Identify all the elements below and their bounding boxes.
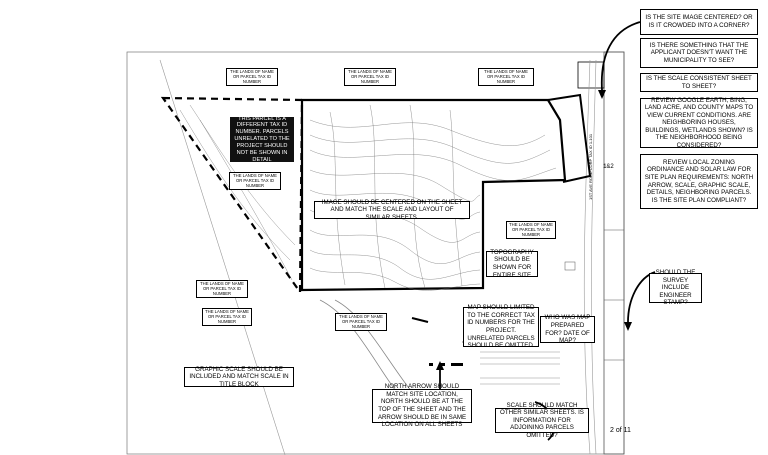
parcel-label: THE LANDS OF NAME OR PARCEL TAX ID NUMBE… — [506, 221, 556, 240]
comment-centered: IS THE SITE IMAGE CENTERED? OR IS IT CRO… — [640, 9, 758, 35]
north-arrow-mark — [411, 317, 429, 323]
right-parcel-boundary — [547, 93, 592, 183]
parcel-label: THE LANDS OF NAME OR PARCEL TAX ID NUMBE… — [226, 68, 278, 87]
legend-lines — [480, 351, 560, 385]
comment-graphic-scale: GRAPHIC SCALE SHOULD BE INCLUDED AND MAT… — [184, 366, 294, 388]
comment-topography: TOPOGRAPHY SHOULD BE SHOWN FOR ENTIRE SI… — [486, 249, 538, 279]
parcel-label: THE LANDS OF NAME OR PARCEL TAX ID NUMBE… — [478, 68, 534, 87]
parcel-label: THE LANDS OF NAME OR PARCEL TAX ID NUMBE… — [196, 280, 248, 299]
page-number: 2 of 11 — [610, 427, 631, 434]
comment-engineer-stamp: SHOULD THE SURVEY INCLUDE ENGINEER STAMP… — [649, 269, 702, 306]
parcel-label: THE LANDS OF NAME OR PARCEL TAX ID NUMBE… — [335, 313, 387, 332]
comment-different-tax: THIS PARCEL IS A DIFFERENT TAX ID NUMBER… — [230, 116, 294, 163]
comment-review-maps: REVIEW GOOGLE EARTH, BING, LAND ACRE, AN… — [640, 97, 758, 149]
comment-who-prepared: WHO WAS MAP PREPARED FOR? DATE OF MAP? — [540, 314, 595, 344]
unrelated-parcel-boundary — [160, 96, 304, 296]
project-boundary — [300, 98, 567, 292]
comment-scale-match: SCALE SHOULD MATCH OTHER SIMILAR SHEETS.… — [495, 402, 589, 439]
title-block-text: 1ST AVE ROAD CORP TAX ID 1-101 — [588, 133, 593, 200]
sheet-code: 1&2 — [603, 163, 614, 170]
comment-hidden: IS THERE SOMETHING THAT THE APPLICANT DO… — [640, 38, 758, 68]
title-block — [603, 51, 625, 455]
owner-box — [577, 61, 605, 89]
comment-map-limited: MAP SHOULD LIMITED TO THE CORRECT TAX ID… — [463, 304, 539, 349]
parcel-label: THE LANDS OF NAME OR PARCEL TAX ID NUMBE… — [344, 68, 396, 87]
comment-north-arrow: NORTH ARROW SHOULD MATCH SITE LOCATION, … — [372, 383, 472, 428]
parcel-label: THE LANDS OF NAME OR PARCEL TAX ID NUMBE… — [202, 308, 252, 327]
comment-image-centered: IMAGE SHOULD BE CENTERED ON THE SHEET AN… — [314, 199, 470, 221]
comment-zoning: REVIEW LOCAL ZONING ORDINANCE AND SOLAR … — [640, 154, 758, 209]
comment-scale-consistent: IS THE SCALE CONSISTENT SHEET TO SHEET? — [640, 73, 758, 92]
parcel-label: THE LANDS OF NAME OR PARCEL TAX ID NUMBE… — [229, 172, 281, 191]
